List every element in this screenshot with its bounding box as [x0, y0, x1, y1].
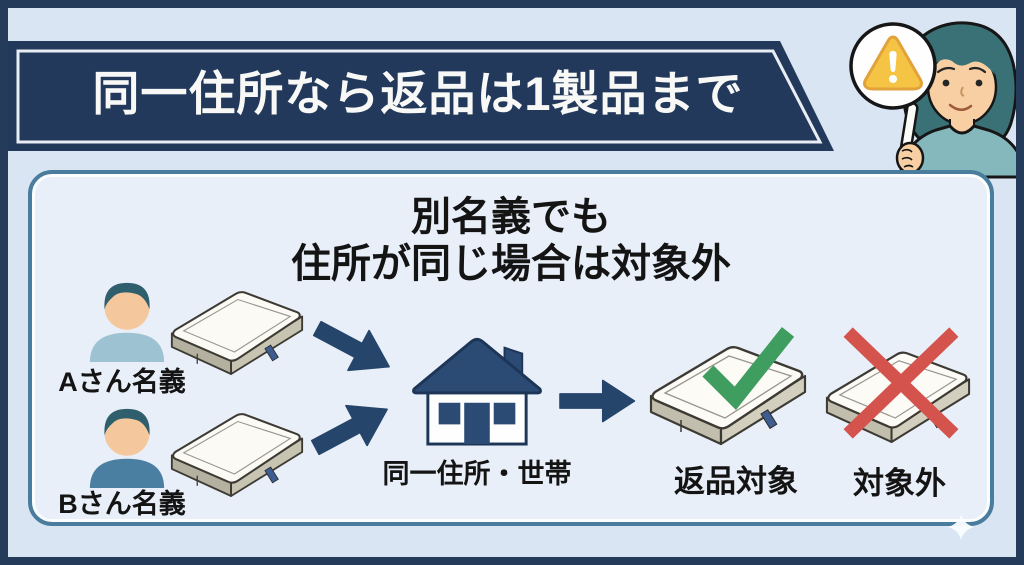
cross-icon — [843, 327, 959, 439]
outcome-label: 対象外 — [853, 466, 946, 501]
panel-heading-line2: 住所が同じ場合は対象外 — [291, 242, 731, 286]
house-label: 同一住所・世帯 — [382, 459, 572, 489]
sparkle-icon — [948, 514, 974, 540]
person-icon — [89, 408, 165, 488]
diagram-panel: 別名義でも 住所が同じ場合は対象外 Aさん名義 Bさん名義 — [28, 170, 994, 526]
mattress-icon — [170, 291, 304, 375]
owner-label: Aさん名義 — [58, 367, 186, 397]
panel-heading: 別名義でも 住所が同じ場合は対象外 — [32, 194, 990, 288]
outcome-label: 返品対象 — [674, 464, 798, 499]
arrow-icon — [310, 404, 388, 456]
arrow-icon — [312, 320, 390, 372]
mattress-icon — [170, 413, 304, 497]
checkmark-icon — [702, 327, 795, 410]
arrow-icon — [559, 379, 636, 423]
woman-character-icon — [849, 21, 1016, 179]
owner-label: Bさん名義 — [58, 489, 186, 519]
house-icon — [412, 337, 542, 446]
page-title: 同一住所なら返品は1製品まで — [92, 67, 744, 120]
panel-heading-line1: 別名義でも — [411, 195, 611, 239]
person-icon — [89, 282, 165, 362]
header-banner — [8, 41, 834, 151]
warning-sign-icon — [849, 22, 937, 175]
